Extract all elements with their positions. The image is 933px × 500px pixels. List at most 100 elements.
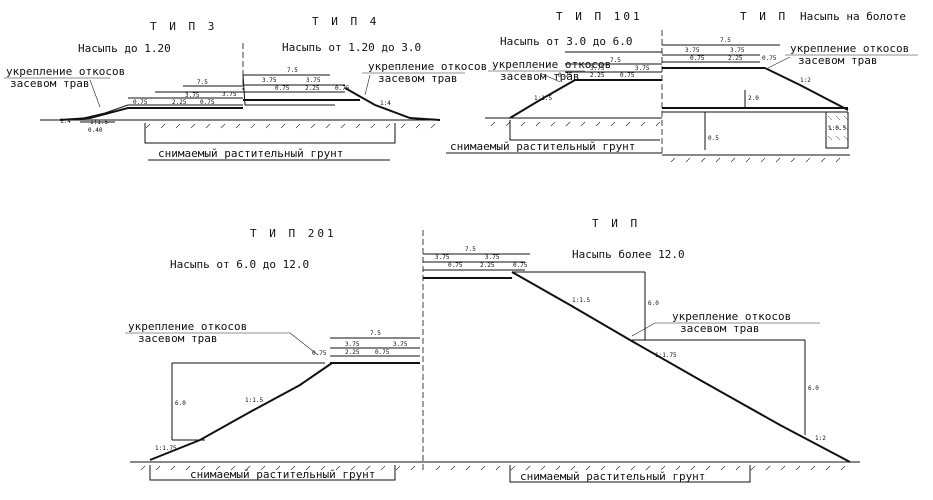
type3-leader-arrow <box>89 79 101 108</box>
type101-dim-7-5: 7.5 <box>610 57 621 64</box>
bog-ground-hatch <box>670 157 841 163</box>
type3-base <box>59 107 243 121</box>
type4-subtitle: Насыпь от 1.20 до 3.0 <box>282 41 421 54</box>
type3-dim-2-25: 2.25 <box>172 99 187 106</box>
bog-subtitle: Насыпь на болоте <box>800 10 906 23</box>
typehigh-slope-label-2: засевом трав <box>680 322 759 335</box>
type4-dim-2-25: 2.25 <box>305 85 320 92</box>
type201-dim-2-25: 2.25 <box>345 349 360 356</box>
type101-subtitle: Насыпь от 3.0 до 6.0 <box>500 35 632 48</box>
bog-depth: 0.5 <box>708 135 719 142</box>
typehigh-height1: 6.0 <box>648 300 659 307</box>
type101-dim-3-75b: 3.75 <box>635 65 650 72</box>
typehigh-soil-box <box>509 465 751 483</box>
bog-dim-7-5: 7.5 <box>720 37 731 44</box>
type3-4-ground-hatch <box>145 123 436 129</box>
type4-slope-1-4: 1:4 <box>380 100 391 107</box>
type101-dim-3-75a: 3.75 <box>590 65 605 72</box>
type4-slope-label-1: укрепление откосов <box>368 60 487 73</box>
type101-dim-0-75: 0.75 <box>620 72 635 79</box>
type101-ground-hatch <box>490 121 661 127</box>
typehigh-height2: 6.0 <box>808 385 819 392</box>
type201-dim-0-75: 0.75 <box>375 349 390 356</box>
type3-dim-0-75: 0.75 <box>200 99 215 106</box>
bog-height: 2.0 <box>748 95 759 102</box>
type201-slope-label-1: укрепление откосов <box>128 320 247 333</box>
typehigh-slope-1-2: 1:2 <box>815 435 826 442</box>
type101-leader-arrow <box>539 72 561 83</box>
type3-dim-3-75: 3.75 <box>185 92 200 99</box>
type201-left-slope <box>149 362 333 461</box>
type4-dim-7-5: 7.5 <box>287 67 298 74</box>
type101-title: Т И П 101 <box>556 10 643 23</box>
type4-dim-3-75a: 3.75 <box>262 77 277 84</box>
section-type-high: Т И П Насыпь более 12.0 укрепление откос… <box>423 217 860 483</box>
type3-dim-7-5: 7.5 <box>197 79 208 86</box>
type201-slope-label-2: засевом трав <box>138 332 217 345</box>
bog-pit-slope: 1:0.5 <box>828 125 846 132</box>
type101-dim-2-25: 2.25 <box>590 72 605 79</box>
type201-slope-1-1-75: 1:1.75 <box>155 445 177 452</box>
typehigh-slope-label-1: укрепление откосов <box>672 310 791 323</box>
type201-dim-7-5: 7.5 <box>370 330 381 337</box>
typehigh-dim-7-5: 7.5 <box>465 246 476 253</box>
typehigh-ground-hatch <box>435 465 846 471</box>
type201-height: 6.0 <box>175 400 186 407</box>
type4-leader-arrow <box>364 74 371 96</box>
typehigh-removed-soil: снимаемый растительный грунт <box>520 470 705 483</box>
type201-dim-3-75b: 3.75 <box>393 341 408 348</box>
type101-slope-label-1: укрепление откосов <box>492 58 611 71</box>
type4-dim-0-75b: 0.75 <box>335 85 350 92</box>
type101-dim-0-75a: 0.75 <box>558 72 573 79</box>
type201-slope-1-1-5: 1:1.5 <box>245 397 263 404</box>
type201-removed-soil: снимаемый растительный грунт <box>190 468 375 481</box>
type101-left-slope <box>509 79 576 119</box>
type3-slope-1-4: 1:4 <box>60 118 71 125</box>
type201-dim-0-75a: 0.75 <box>312 350 327 357</box>
bog-dim-0-75b: 0.75 <box>762 55 777 62</box>
type201-soil-box <box>149 465 396 481</box>
type3-4-removed-soil: снимаемый растительный грунт <box>158 147 343 160</box>
type3-subtitle: Насыпь до 1.20 <box>78 42 171 55</box>
typehigh-subtitle: Насыпь более 12.0 <box>572 248 685 261</box>
typehigh-right-slope <box>511 271 851 463</box>
type3-dim-3-75b: 3.75 <box>222 91 237 98</box>
bog-slope-label-1: укрепление откосов <box>790 42 909 55</box>
bog-dim-3-75a: 3.75 <box>685 47 700 54</box>
type3-slope-label-1: укрепление откосов <box>6 65 125 78</box>
section-type201: Т И П 201 Насыпь от 6.0 до 12.0 укреплен… <box>125 227 425 481</box>
section-type101-bog: Т И П 101 Насыпь от 3.0 до 6.0 Т И П Нас… <box>446 10 918 163</box>
typehigh-dim-0-75b: 0.75 <box>513 262 528 269</box>
type4-right-slope <box>344 87 441 121</box>
typehigh-title: Т И П <box>592 217 640 230</box>
typehigh-dim-0-75a: 0.75 <box>448 262 463 269</box>
type4-slope-label-2: засевом трав <box>378 72 457 85</box>
bog-right-slope <box>764 67 849 111</box>
bog-pit-hatch <box>827 115 849 141</box>
type3-dim-0-75a: 0.75 <box>133 99 148 106</box>
bog-title: Т И П <box>740 10 788 23</box>
type101-removed-soil: снимаемый растительный грунт <box>450 140 635 153</box>
type3-4-soil-box <box>144 123 396 144</box>
typehigh-dim-2-25: 2.25 <box>480 262 495 269</box>
bog-slope-label-2: засевом трав <box>798 54 877 67</box>
type4-dim-3-75b: 3.75 <box>306 77 321 84</box>
type3-slope-label-2: засевом трав <box>10 77 89 90</box>
type101-soil-box <box>509 120 660 141</box>
type4-dim-0-75a: 0.75 <box>275 85 290 92</box>
typehigh-dim-3-75b: 3.75 <box>485 254 500 261</box>
type4-title: Т И П 4 <box>312 15 379 28</box>
type201-title: Т И П 201 <box>250 227 337 240</box>
typehigh-slope-1-1-75: 1:1.75 <box>655 352 677 359</box>
bog-dim-3-75b: 3.75 <box>730 47 745 54</box>
type101-slope: 1:1.5 <box>534 95 552 102</box>
type3-ditch-small: 0.40 <box>88 127 103 134</box>
type201-leader-arrow <box>289 332 319 356</box>
type201-subtitle: Насыпь от 6.0 до 12.0 <box>170 258 309 271</box>
bog-slope: 1:2 <box>800 77 811 84</box>
bog-leader-arrow <box>767 56 791 69</box>
type201-dim-3-75a: 3.75 <box>345 341 360 348</box>
bog-dim-2-25: 2.25 <box>728 55 743 62</box>
